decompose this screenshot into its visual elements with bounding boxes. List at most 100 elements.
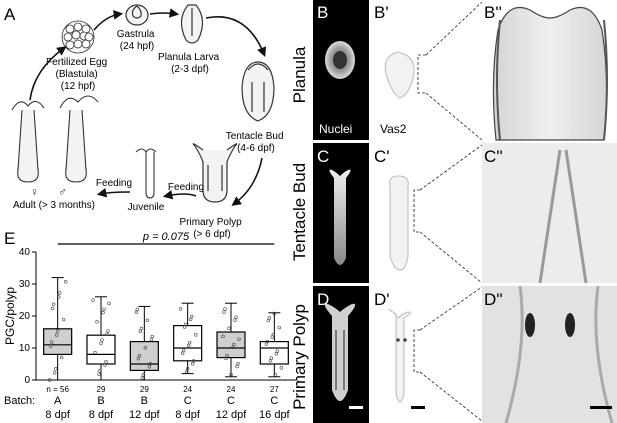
box — [173, 325, 203, 362]
box — [86, 334, 116, 365]
data-point — [221, 334, 225, 339]
age-label: 16 dpf — [259, 409, 291, 421]
panel-label-b1: B' — [374, 3, 389, 22]
data-point — [95, 320, 99, 324]
age-label: 12 dpf — [129, 409, 161, 421]
data-point — [57, 291, 62, 295]
batch-label: C — [227, 395, 235, 407]
data-point — [188, 317, 193, 322]
tentacle-bud-drawing — [241, 61, 275, 122]
box — [129, 341, 159, 372]
batch-label: C — [184, 395, 192, 407]
age-label: 8 dpf — [45, 409, 70, 421]
row-label-primary-polyp: Primary Polyp — [290, 304, 309, 410]
n-label: n = 56 — [46, 385, 69, 394]
data-point — [140, 376, 145, 380]
data-point — [180, 351, 185, 355]
data-point — [224, 356, 228, 361]
data-point — [55, 329, 60, 333]
label-nuclei: Nuclei — [319, 122, 352, 136]
row-label-tentacle-bud: Tentacle Bud — [290, 163, 309, 261]
data-point — [107, 301, 111, 306]
juvenile-drawing — [135, 148, 157, 199]
data-point — [227, 326, 231, 330]
label-gastrula: Gastrula (24 hpf) — [117, 29, 158, 52]
data-point — [189, 314, 194, 319]
data-point — [277, 325, 282, 330]
panel-label-a: A — [4, 5, 16, 24]
data-point — [274, 352, 279, 356]
batch-axis-label: Batch: — [4, 395, 35, 407]
data-point — [187, 340, 192, 345]
data-point — [61, 317, 66, 322]
p-value-label: p = 0.075 — [142, 231, 190, 243]
fertilized-egg-drawing — [61, 20, 95, 54]
label-juvenile: Juvenile — [128, 202, 165, 213]
gastrula-drawing — [125, 4, 149, 26]
data-point — [183, 322, 188, 327]
data-point — [99, 341, 103, 346]
data-point — [232, 342, 236, 347]
zoom-guide-lines — [413, 1, 483, 422]
label-primary-polyp: Primary Polyp (> 6 dpf) — [179, 217, 244, 240]
batch-label: C — [270, 395, 278, 407]
data-point — [139, 326, 144, 331]
data-point — [138, 329, 143, 334]
data-point — [150, 334, 155, 339]
panel-label-b: B — [317, 3, 328, 22]
label-vas2: Vas2 — [380, 122, 407, 136]
data-point — [104, 359, 108, 364]
box — [259, 341, 289, 365]
data-point — [235, 364, 239, 369]
data-point — [49, 340, 54, 344]
data-point — [223, 307, 227, 311]
vas2-column: B' Vas2 C' D' — [374, 3, 425, 409]
data-point — [53, 367, 58, 371]
data-point — [48, 344, 53, 348]
age-label: 8 dpf — [89, 409, 114, 421]
data-point — [178, 307, 183, 311]
data-point — [266, 318, 271, 323]
data-point — [273, 373, 278, 377]
data-point — [234, 315, 238, 319]
label-feeding-1: Feeding — [168, 182, 204, 193]
primary-polyp-drawing — [192, 143, 238, 203]
box — [43, 328, 73, 355]
label-feeding-2: Feeding — [96, 178, 132, 189]
cycle-arrows — [29, 8, 267, 206]
data-point — [136, 356, 141, 361]
panel-label-d2: D'' — [484, 290, 503, 309]
data-point — [182, 325, 187, 329]
data-point — [59, 355, 64, 360]
data-point — [54, 333, 59, 337]
row-labels: Planula Tentacle Bud Primary Polyp — [290, 46, 309, 410]
panel-label-c2: C'' — [484, 147, 503, 166]
y-tick-label: 0 — [24, 375, 30, 386]
y-tick-label: 20 — [19, 311, 31, 322]
data-point — [264, 342, 269, 346]
panel-label-c1: C' — [374, 147, 390, 166]
label-fertilized-egg: Fertilized Egg (Blastula) (12 hpf) — [46, 57, 110, 92]
data-point — [135, 307, 140, 312]
scale-bar-d — [349, 406, 363, 409]
nuclei-column: B Nuclei C D — [313, 0, 369, 423]
data-point — [147, 365, 152, 369]
y-tick-label: 30 — [19, 279, 31, 290]
data-point — [141, 373, 146, 377]
data-point — [186, 343, 191, 348]
data-point — [268, 359, 273, 363]
data-point — [149, 337, 154, 342]
data-point — [225, 353, 229, 358]
panel-label-b2: B'' — [484, 3, 502, 22]
n-label: 24 — [227, 385, 236, 394]
batch-label: B — [141, 395, 148, 407]
label-planula-larva: Planula Larva (2-3 dpf) — [158, 52, 222, 75]
data-point — [270, 335, 275, 339]
y-tick-label: 40 — [19, 247, 31, 258]
age-label: 8 dpf — [175, 409, 200, 421]
